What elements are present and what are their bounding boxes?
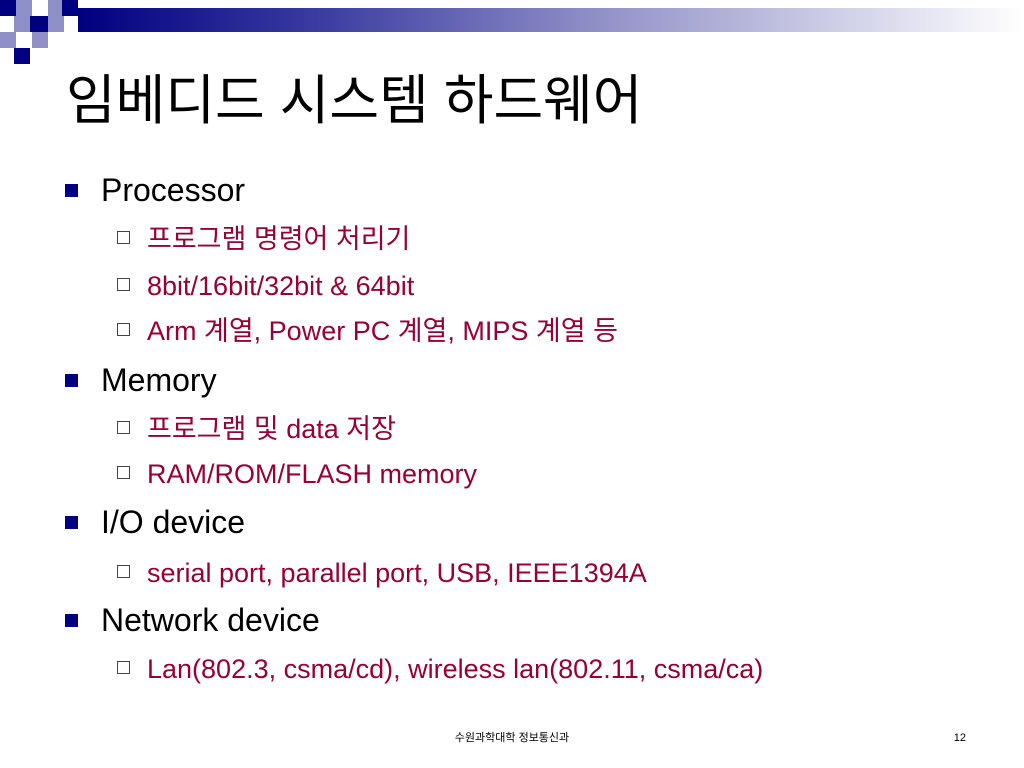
sub-list-item: Arm 계열, Power PC 계열, MIPS 계열 등 <box>117 314 618 348</box>
decor-square <box>48 0 64 16</box>
page-number: 12 <box>953 732 966 744</box>
hollow-square-bullet-icon <box>117 323 130 336</box>
hollow-square-bullet-icon <box>117 421 130 434</box>
decor-square <box>16 0 32 16</box>
footer-text: 수원과학대학 정보통신과 <box>454 732 570 744</box>
list-item-label: Processor <box>101 172 246 208</box>
hollow-square-bullet-icon <box>117 278 130 291</box>
hollow-square-bullet-icon <box>117 231 130 244</box>
sub-list-item-label: 프로그램 명령어 처리기 <box>147 224 411 254</box>
square-bullet-icon <box>65 516 78 529</box>
list-item: Memory <box>65 360 217 400</box>
list-item: Processor <box>65 170 246 210</box>
sub-list-item-label: RAM/ROM/FLASH memory <box>147 459 478 489</box>
list-item-label: Memory <box>101 362 217 398</box>
square-bullet-icon <box>65 614 78 627</box>
square-bullet-icon <box>65 184 78 197</box>
sub-list-item: 8bit/16bit/32bit & 64bit <box>117 269 415 303</box>
header-gradient-bar <box>78 8 1024 32</box>
sub-list-item-label: 8bit/16bit/32bit & 64bit <box>147 271 415 301</box>
decor-square <box>30 16 48 32</box>
sub-list-item-label: serial port, parallel port, USB, IEEE139… <box>147 558 647 588</box>
sub-list-item: serial port, parallel port, USB, IEEE139… <box>117 556 647 590</box>
decor-square <box>14 16 30 32</box>
hollow-square-bullet-icon <box>117 466 130 479</box>
slide-title: 임베디드 시스템 하드웨어 <box>66 71 643 131</box>
sub-list-item: 프로그램 명령어 처리기 <box>117 222 411 256</box>
sub-list-item: 프로그램 및 data 저장 <box>117 412 396 446</box>
decor-square <box>0 0 16 16</box>
sub-list-item-label: Lan(802.3, csma/cd), wireless lan(802.11… <box>147 654 764 684</box>
list-item: Network device <box>65 600 320 640</box>
hollow-square-bullet-icon <box>117 661 130 674</box>
sub-list-item: RAM/ROM/FLASH memory <box>117 457 478 491</box>
square-bullet-icon <box>65 374 78 387</box>
decor-square <box>14 48 30 64</box>
decor-square <box>32 32 48 48</box>
hollow-square-bullet-icon <box>117 565 130 578</box>
list-item-label: I/O device <box>101 504 246 540</box>
sub-list-item: Lan(802.3, csma/cd), wireless lan(802.11… <box>117 652 764 686</box>
sub-list-item-label: 프로그램 및 data 저장 <box>147 414 396 444</box>
decor-square <box>62 0 78 16</box>
list-item-label: Network device <box>101 602 320 638</box>
decor-square <box>48 16 64 32</box>
sub-list-item-label: Arm 계열, Power PC 계열, MIPS 계열 등 <box>147 316 618 346</box>
decor-square <box>0 32 16 48</box>
list-item: I/O device <box>65 502 246 542</box>
